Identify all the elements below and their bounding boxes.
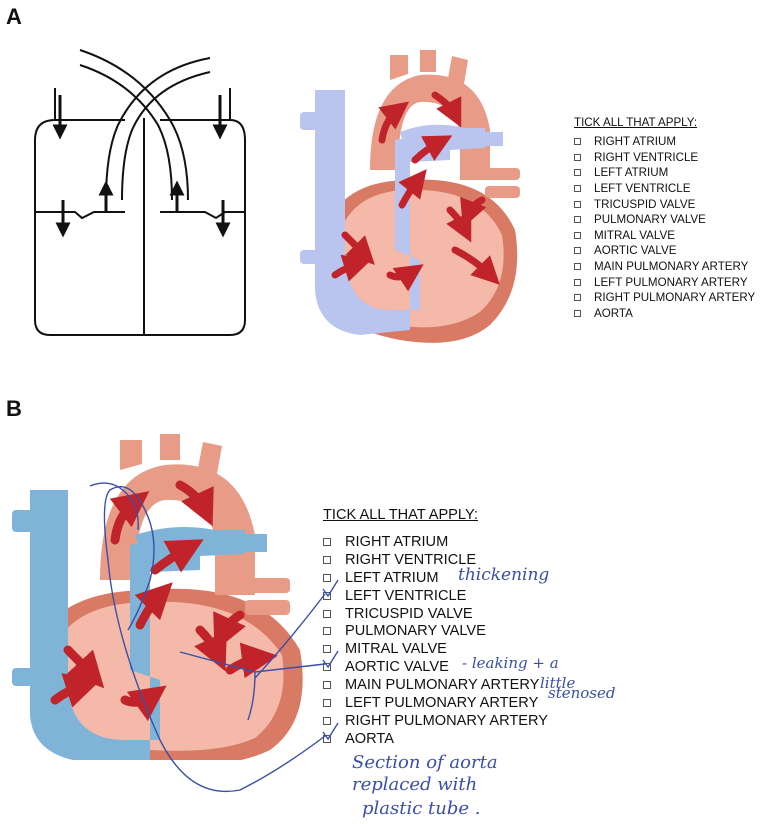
checklist-item: RIGHT ATRIUM xyxy=(574,134,755,150)
checklist-item: TRICUSPID VALVE xyxy=(323,605,548,623)
checkbox[interactable] xyxy=(323,698,331,707)
checklist-item: RIGHT PULMONARY ARTERY xyxy=(323,712,548,730)
checklist-item-label: PULMONARY VALVE xyxy=(594,213,706,227)
checklist-item-label: MITRAL VALVE xyxy=(594,228,675,242)
checklist-item-label: RIGHT ATRIUM xyxy=(594,135,677,149)
checkbox[interactable] xyxy=(323,681,331,690)
handwritten-note-aorta-2: replaced with xyxy=(352,774,477,795)
checklist-item-label: MITRAL VALVE xyxy=(345,641,447,658)
heart-illustration-a xyxy=(300,50,520,343)
checkbox[interactable] xyxy=(574,200,581,208)
checklist-item-label: LEFT PULMONARY ARTERY xyxy=(345,694,539,711)
checklist-item: MAIN PULMONARY ARTERY xyxy=(574,259,755,275)
checkbox[interactable] xyxy=(323,591,331,600)
checkbox[interactable] xyxy=(574,294,581,302)
checklist-item: LEFT ATRIUM xyxy=(574,165,755,181)
checklist-item: LEFT PULMONARY ARTERY xyxy=(323,694,548,712)
checkbox[interactable] xyxy=(323,627,331,636)
heart-illustration-b xyxy=(12,434,303,760)
checklist-item-label: AORTIC VALVE xyxy=(594,244,677,258)
checklist-item-label: AORTA xyxy=(345,730,394,747)
checklist-item-label: LEFT VENTRICLE xyxy=(345,587,467,604)
checklist-item-label: MAIN PULMONARY ARTERY xyxy=(594,260,749,274)
panel-b-label: B xyxy=(6,396,22,421)
checklist-item-label: AORTIC VALVE xyxy=(345,659,449,676)
checklist-item-label: RIGHT VENTRICLE xyxy=(594,150,699,164)
checkbox[interactable] xyxy=(323,663,331,672)
checklist-item-label: TRICUSPID VALVE xyxy=(594,197,696,211)
checklist-item-label: RIGHT PULMONARY ARTERY xyxy=(594,291,756,305)
checkbox[interactable] xyxy=(574,216,581,224)
checklist-item-label: AORTA xyxy=(594,306,633,320)
checklist-item: AORTA xyxy=(323,730,548,748)
checkbox[interactable] xyxy=(574,247,581,255)
checklist-b-title: TICK ALL THAT APPLY: xyxy=(323,507,478,523)
handwritten-note-aorta-3: plastic tube . xyxy=(362,798,481,819)
checklist-item: RIGHT VENTRICLE xyxy=(323,551,548,569)
handwritten-note-aorta-1: Section of aorta xyxy=(352,752,498,773)
panel-a-label: A xyxy=(6,4,22,29)
checklist-item-label: RIGHT PULMONARY ARTERY xyxy=(345,712,549,729)
checklist-a-title: TICK ALL THAT APPLY: xyxy=(574,116,698,129)
checkbox[interactable] xyxy=(323,555,331,564)
checklist-item: RIGHT ATRIUM xyxy=(323,533,548,551)
checkbox[interactable] xyxy=(574,231,581,239)
checklist-item: RIGHT PULMONARY ARTERY xyxy=(574,290,755,306)
checklist-item: RIGHT VENTRICLE xyxy=(574,150,755,166)
checkbox[interactable] xyxy=(574,263,581,271)
checklist-item-label: RIGHT ATRIUM xyxy=(345,533,449,550)
checklist-item-label: MAIN PULMONARY ARTERY xyxy=(345,677,540,694)
checkbox[interactable] xyxy=(323,734,331,743)
checklist-item-label: RIGHT VENTRICLE xyxy=(345,551,477,568)
checklist-item: PULMONARY VALVE xyxy=(574,212,755,228)
checkbox[interactable] xyxy=(323,716,331,725)
checklist-item: MITRAL VALVE xyxy=(323,640,548,658)
checklist-item: MAIN PULMONARY ARTERY xyxy=(323,676,548,694)
checklist-item-label: LEFT VENTRICLE xyxy=(594,182,691,196)
checklist-item-label: TRICUSPID VALVE xyxy=(345,605,473,622)
checkbox[interactable] xyxy=(574,278,581,286)
checklist-item: AORTIC VALVE xyxy=(323,658,548,676)
checklist-item-label: LEFT PULMONARY ARTERY xyxy=(594,275,748,289)
checkbox[interactable] xyxy=(574,138,581,146)
checklist-item: TRICUSPID VALVE xyxy=(574,196,755,212)
checklist-item: LEFT VENTRICLE xyxy=(574,181,755,197)
checklist-item-label: PULMONARY VALVE xyxy=(345,623,486,640)
handwritten-note-av-3: stenosed xyxy=(548,684,615,702)
checkbox[interactable] xyxy=(574,309,581,317)
checklist-item-label: LEFT ATRIUM xyxy=(345,569,439,586)
checkbox[interactable] xyxy=(323,573,331,582)
checklist-item: LEFT ATRIUM xyxy=(323,569,548,587)
checkbox[interactable] xyxy=(574,169,581,177)
checkbox[interactable] xyxy=(323,609,331,618)
checkbox[interactable] xyxy=(323,537,331,546)
heart-schematic xyxy=(34,49,246,336)
checklist-item-label: LEFT ATRIUM xyxy=(594,166,669,180)
checklist-item: LEFT VENTRICLE xyxy=(323,587,548,605)
checkbox[interactable] xyxy=(574,185,581,193)
checkbox[interactable] xyxy=(574,153,581,161)
checklist-item: AORTIC VALVE xyxy=(574,243,755,259)
checklist-item: MITRAL VALVE xyxy=(574,228,755,244)
checklist-item: PULMONARY VALVE xyxy=(323,622,548,640)
checklist-item: LEFT PULMONARY ARTERY xyxy=(574,274,755,290)
checkbox[interactable] xyxy=(323,645,331,654)
checklist-item: AORTA xyxy=(574,306,755,322)
